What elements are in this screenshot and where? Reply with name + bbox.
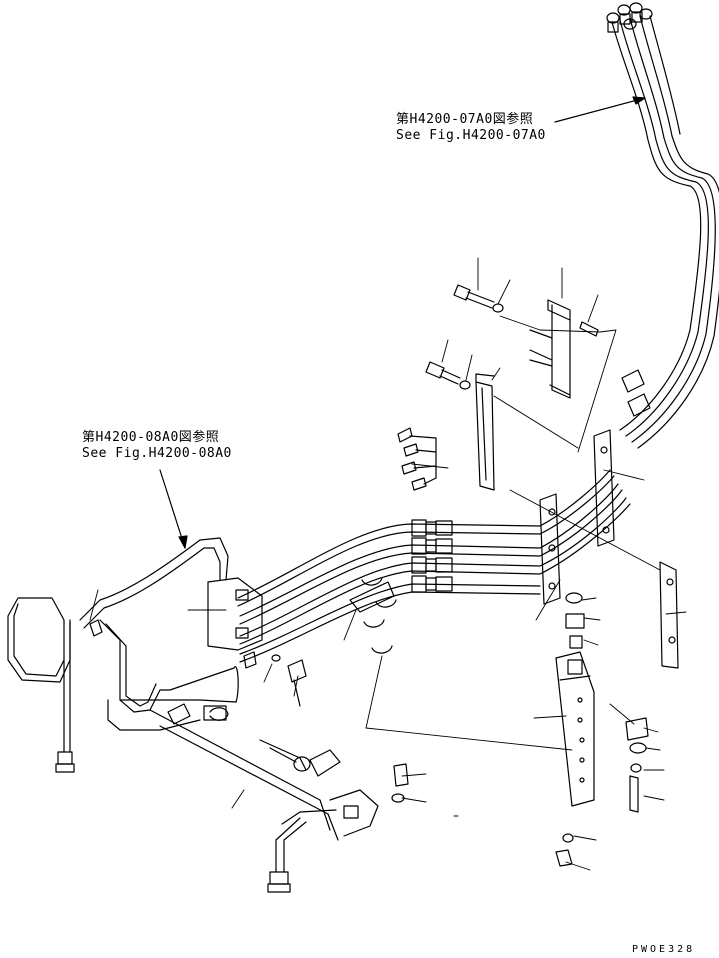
upper-hose-bundle (606, 2, 719, 449)
reference-note-upper-line2: See Fig.H4200-07A0 (396, 128, 546, 143)
upper-bracket-hardware (425, 284, 599, 491)
lower-tube-assembly (7, 537, 409, 893)
support-plate (555, 561, 679, 867)
drawing-code: PWOE328 (632, 944, 696, 955)
reference-note-upper: 第H4200-07A0図参照 See Fig.H4200-07A0 (396, 112, 546, 144)
reference-note-lower-line2: See Fig.H4200-08A0 (82, 446, 232, 461)
reference-note-lower: 第H4200-08A0図参照 See Fig.H4200-08A0 (82, 430, 232, 462)
reference-note-upper-line1: 第H4200-07A0図参照 (396, 112, 534, 127)
reference-note-lower-line1: 第H4200-08A0図参照 (82, 430, 220, 445)
main-tube-group (207, 429, 631, 663)
clamp-halves (349, 577, 397, 654)
reference-leaders (159, 96, 646, 549)
leader-lines (89, 257, 687, 871)
small-fittings (397, 427, 437, 491)
